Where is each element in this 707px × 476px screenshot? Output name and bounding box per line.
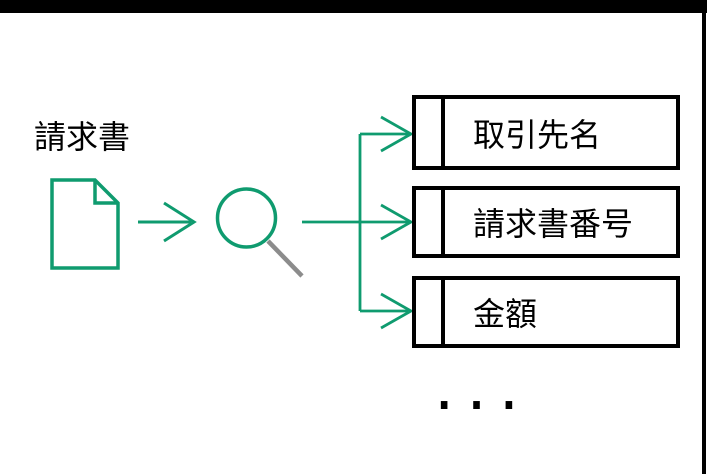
branch-arrow-middle	[380, 203, 414, 241]
field-box-divider	[441, 99, 445, 166]
branch-arrow-top	[360, 115, 414, 153]
source-label: 請求書	[34, 119, 131, 155]
field-label: 金額	[473, 296, 538, 332]
field-box-divider	[441, 280, 445, 344]
document-icon	[50, 178, 120, 270]
field-box-vendor-name: 取引先名	[412, 95, 680, 170]
ellipsis-text: ...	[434, 351, 532, 425]
field-label: 取引先名	[473, 116, 602, 153]
frame-top-bar	[0, 0, 707, 13]
frame-right-bar	[702, 0, 706, 474]
arrow-right-icon	[138, 201, 197, 243]
magnifier-icon	[215, 187, 304, 278]
branch-arrow-bottom	[360, 292, 414, 330]
field-box-invoice-number: 請求書番号	[412, 186, 680, 258]
branch-connector	[302, 115, 414, 330]
field-box-amount: 金額	[412, 276, 680, 348]
branch-trunk	[302, 134, 410, 311]
field-box-divider	[441, 190, 445, 254]
field-label: 請求書番号	[473, 206, 634, 242]
